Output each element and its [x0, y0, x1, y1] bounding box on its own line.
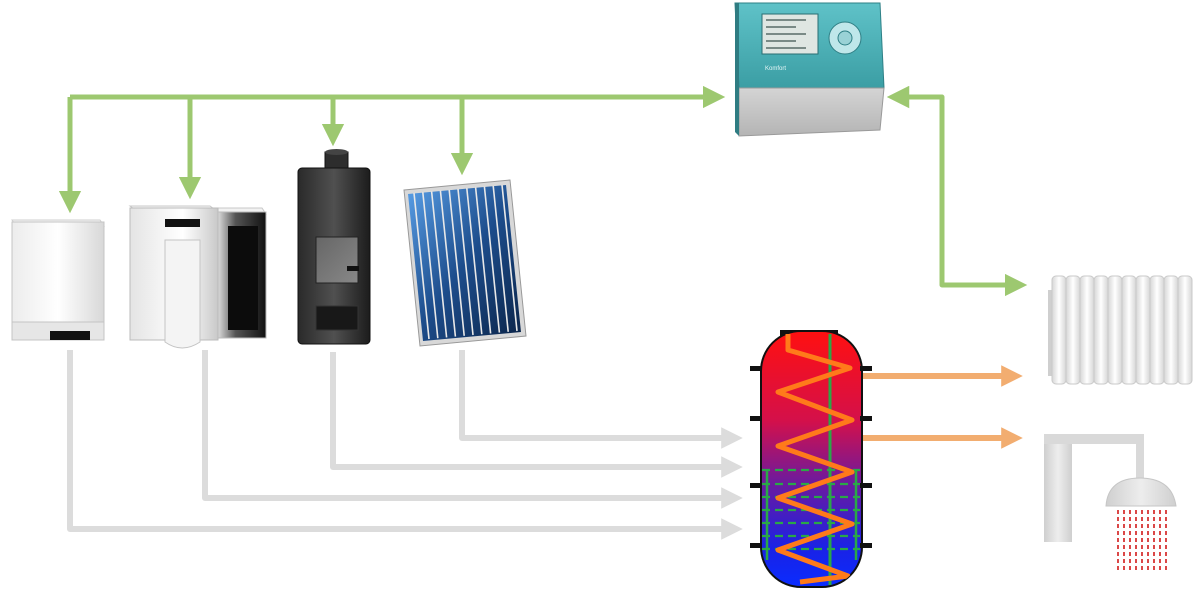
radiator-fins — [1051, 275, 1193, 385]
control-line-radiator — [886, 85, 1028, 297]
controller-brand-label: Komfort — [765, 66, 786, 72]
hot-outputs — [860, 365, 1023, 449]
solar-tube — [466, 188, 483, 335]
return-line-stove — [330, 352, 743, 478]
radiator-fin — [1065, 275, 1081, 385]
solar-tube — [457, 188, 474, 336]
solar-collector-icon — [403, 179, 527, 347]
controller-screen-line — [766, 19, 806, 21]
radiator-fin — [1135, 275, 1151, 385]
radiator-fin — [1177, 275, 1193, 385]
boiler-icon — [11, 219, 105, 341]
solar-tube — [413, 192, 430, 340]
radiator-fin — [1149, 275, 1165, 385]
return-line-boiler — [67, 350, 743, 540]
shower-icon — [1044, 434, 1177, 572]
solar-tube — [430, 191, 448, 338]
radiator-fin — [1093, 275, 1109, 385]
controller-screen — [766, 19, 806, 49]
tank-connectors — [750, 366, 872, 548]
return-line-solar — [459, 350, 743, 449]
radiator-fin — [1051, 275, 1067, 385]
controller-screen-line — [766, 47, 806, 49]
radiator-fin — [1079, 275, 1095, 385]
return-line-pellet — [202, 350, 743, 509]
control-lines — [58, 85, 1028, 297]
radiator-fin — [1163, 275, 1179, 385]
solar-tube — [501, 184, 518, 332]
controller-icon: Komfort — [734, 2, 885, 137]
stove-icon — [297, 149, 371, 345]
shower-water — [1117, 510, 1167, 572]
controller-screen-line — [766, 33, 806, 35]
solar-tubes — [413, 184, 518, 340]
solar-tube — [483, 186, 501, 333]
pellet-boiler-icon — [128, 205, 267, 349]
return-lines — [67, 350, 743, 540]
solar-tube — [439, 190, 457, 337]
solar-tube — [448, 189, 465, 336]
controller-screen-line — [766, 40, 796, 42]
radiator-icon — [1048, 275, 1193, 385]
buffer-tank-icon — [750, 330, 872, 588]
solar-tube — [422, 192, 439, 339]
radiator-fin — [1121, 275, 1137, 385]
radiator-fin — [1107, 275, 1123, 385]
solar-tube — [474, 187, 492, 334]
solar-tube — [492, 185, 509, 332]
tank-heating-coil — [775, 334, 855, 585]
controller-screen-line — [766, 26, 796, 28]
